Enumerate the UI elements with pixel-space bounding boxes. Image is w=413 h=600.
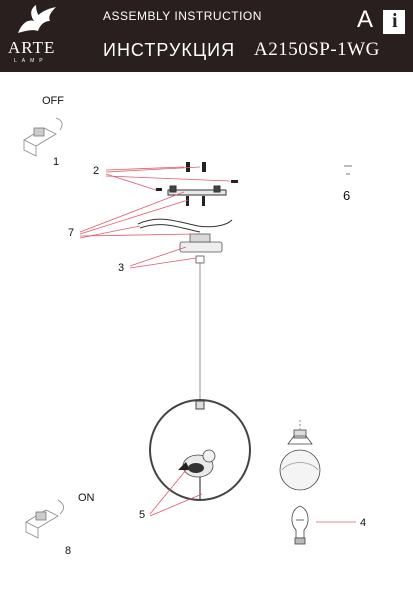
- callout-3: 3: [118, 262, 125, 274]
- brand-logo-text: ARTE: [8, 38, 56, 57]
- on-label: ON: [78, 492, 95, 504]
- badge-letter: A: [357, 6, 374, 33]
- callout-5: 5: [139, 509, 146, 521]
- screw-icon: [156, 162, 238, 206]
- supply-wires: [137, 218, 233, 233]
- header-bar: ARTE LAMP ASSEMBLY INSTRUCTION ИНСТРУКЦИ…: [0, 0, 413, 72]
- off-label: OFF: [42, 95, 64, 107]
- callout-7: 7: [68, 227, 75, 239]
- switch-off-icon: [23, 117, 63, 157]
- bulb-icon: [291, 505, 309, 545]
- callout-6: 6: [343, 188, 351, 203]
- model-number: A2150SP-1WG: [254, 39, 380, 60]
- small-hardware-marks: [344, 165, 352, 175]
- info-letter: i: [392, 10, 398, 32]
- title-russian: ИНСТРУКЦИЯ: [103, 40, 236, 60]
- canopy: [179, 233, 223, 264]
- callout-8: 8: [65, 545, 72, 557]
- ring-mount: [195, 400, 205, 410]
- brand-logo-subtext: LAMP: [14, 58, 48, 64]
- leader-lines: [79, 166, 356, 523]
- callout-1: 1: [53, 156, 60, 168]
- bird-icon: [178, 449, 216, 500]
- griffin-logo-icon: [18, 5, 56, 33]
- mounting-bracket: [167, 185, 227, 196]
- callout-4: 4: [360, 517, 367, 529]
- title-english: ASSEMBLY INSTRUCTION: [103, 9, 262, 23]
- lamp-shade: [279, 429, 321, 491]
- switch-on-icon: [25, 499, 64, 539]
- callout-2: 2: [93, 165, 100, 177]
- info-icon: i: [383, 10, 405, 34]
